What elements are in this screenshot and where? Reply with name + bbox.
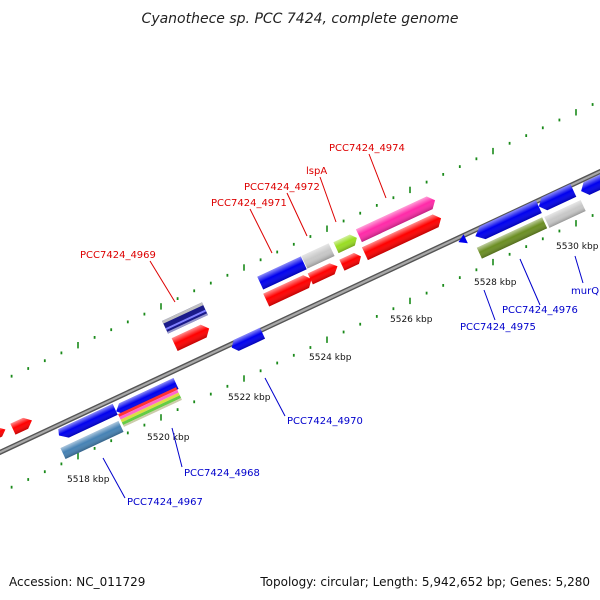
accession-text: Accession: NC_011729: [9, 575, 145, 589]
genome-stats-text: Topology: circular; Length: 5,942,652 bp…: [259, 575, 590, 589]
callout-4970: [264, 377, 286, 417]
gene-feature-4975-b[interactable]: [476, 217, 548, 259]
scale-label-5522: 5522 kbp: [228, 393, 271, 403]
gene-feature-4969-b[interactable]: [171, 322, 212, 351]
scale-label-5530: 5530 kbp: [556, 242, 599, 252]
gene-feature[interactable]: [10, 415, 34, 435]
gene-feature-4969-a[interactable]: [162, 302, 208, 334]
gene-feature-4967-a[interactable]: [56, 403, 118, 441]
callout-4976: [519, 258, 541, 306]
gene-feature-lspa[interactable]: [333, 232, 359, 254]
gene-feature-4968-b[interactable]: [118, 387, 182, 427]
gene-label-4969[interactable]: PCC7424_4969: [80, 250, 156, 261]
scale-label-5524: 5524 kbp: [309, 353, 352, 363]
gene-label-4967[interactable]: PCC7424_4967: [127, 497, 203, 508]
scale-label-5518: 5518 kbp: [67, 475, 110, 485]
reverse-gene-labels: PCC7424_4967 PCC7424_4968 PCC7424_4970 P…: [127, 286, 599, 508]
gene-label-4972[interactable]: PCC7424_4972: [244, 182, 320, 193]
callout-4971: [249, 208, 273, 254]
callout-4975: [483, 289, 496, 321]
scale-label-5526: 5526 kbp: [390, 315, 433, 325]
gene-label-4971[interactable]: PCC7424_4971: [211, 198, 287, 209]
callout-4969: [149, 260, 176, 303]
gene-feature[interactable]: [0, 425, 8, 440]
gene-label-murq[interactable]: murQ: [571, 286, 599, 297]
gene-feature-4972-a[interactable]: [301, 243, 335, 269]
gene-feature-4976-b[interactable]: [544, 200, 586, 228]
gene-feature-4967-b[interactable]: [60, 421, 124, 459]
gene-feature-4971-b[interactable]: [263, 273, 314, 307]
gene-feature[interactable]: [456, 234, 468, 246]
gene-feature-4975-a[interactable]: [472, 200, 542, 242]
gene-label-4975[interactable]: PCC7424_4975: [460, 322, 536, 333]
gene-label-4974[interactable]: PCC7424_4974: [329, 143, 405, 154]
callout-lines: [102, 153, 584, 499]
callout-4968: [171, 427, 183, 468]
callout-murq: [574, 255, 584, 284]
callout-lspa: [319, 176, 337, 223]
gene-feature[interactable]: [339, 251, 363, 271]
callout-4974: [368, 153, 387, 199]
gene-label-lspa[interactable]: lspA: [306, 166, 327, 177]
gene-feature-4970[interactable]: [229, 327, 266, 353]
gene-label-4976[interactable]: PCC7424_4976: [502, 305, 578, 316]
gene-label-4968[interactable]: PCC7424_4968: [184, 468, 260, 479]
scale-label-5528: 5528 kbp: [474, 278, 517, 288]
scale-label-5520: 5520 kbp: [147, 433, 190, 443]
gene-feature-4971-a[interactable]: [257, 256, 307, 290]
gene-feature-4974-b[interactable]: [361, 212, 444, 261]
callout-4972: [286, 192, 308, 237]
tick-rows: [10, 103, 594, 489]
gene-feature-4976-a[interactable]: [536, 184, 577, 213]
forward-gene-labels: PCC7424_4969 PCC7424_4971 PCC7424_4972 l…: [80, 143, 405, 261]
gene-label-4970[interactable]: PCC7424_4970: [287, 416, 363, 427]
map-title: Cyanothece sp. PCC 7424, complete genome: [142, 11, 459, 27]
gene-feature-4972-b[interactable]: [307, 261, 340, 285]
gene-feature-4968-a[interactable]: [114, 378, 179, 417]
scale-labels: 5518 kbp 5520 kbp 5522 kbp 5524 kbp 5526…: [67, 242, 599, 485]
callout-4967: [102, 457, 126, 499]
gene-feature-4974-a[interactable]: [355, 194, 438, 243]
